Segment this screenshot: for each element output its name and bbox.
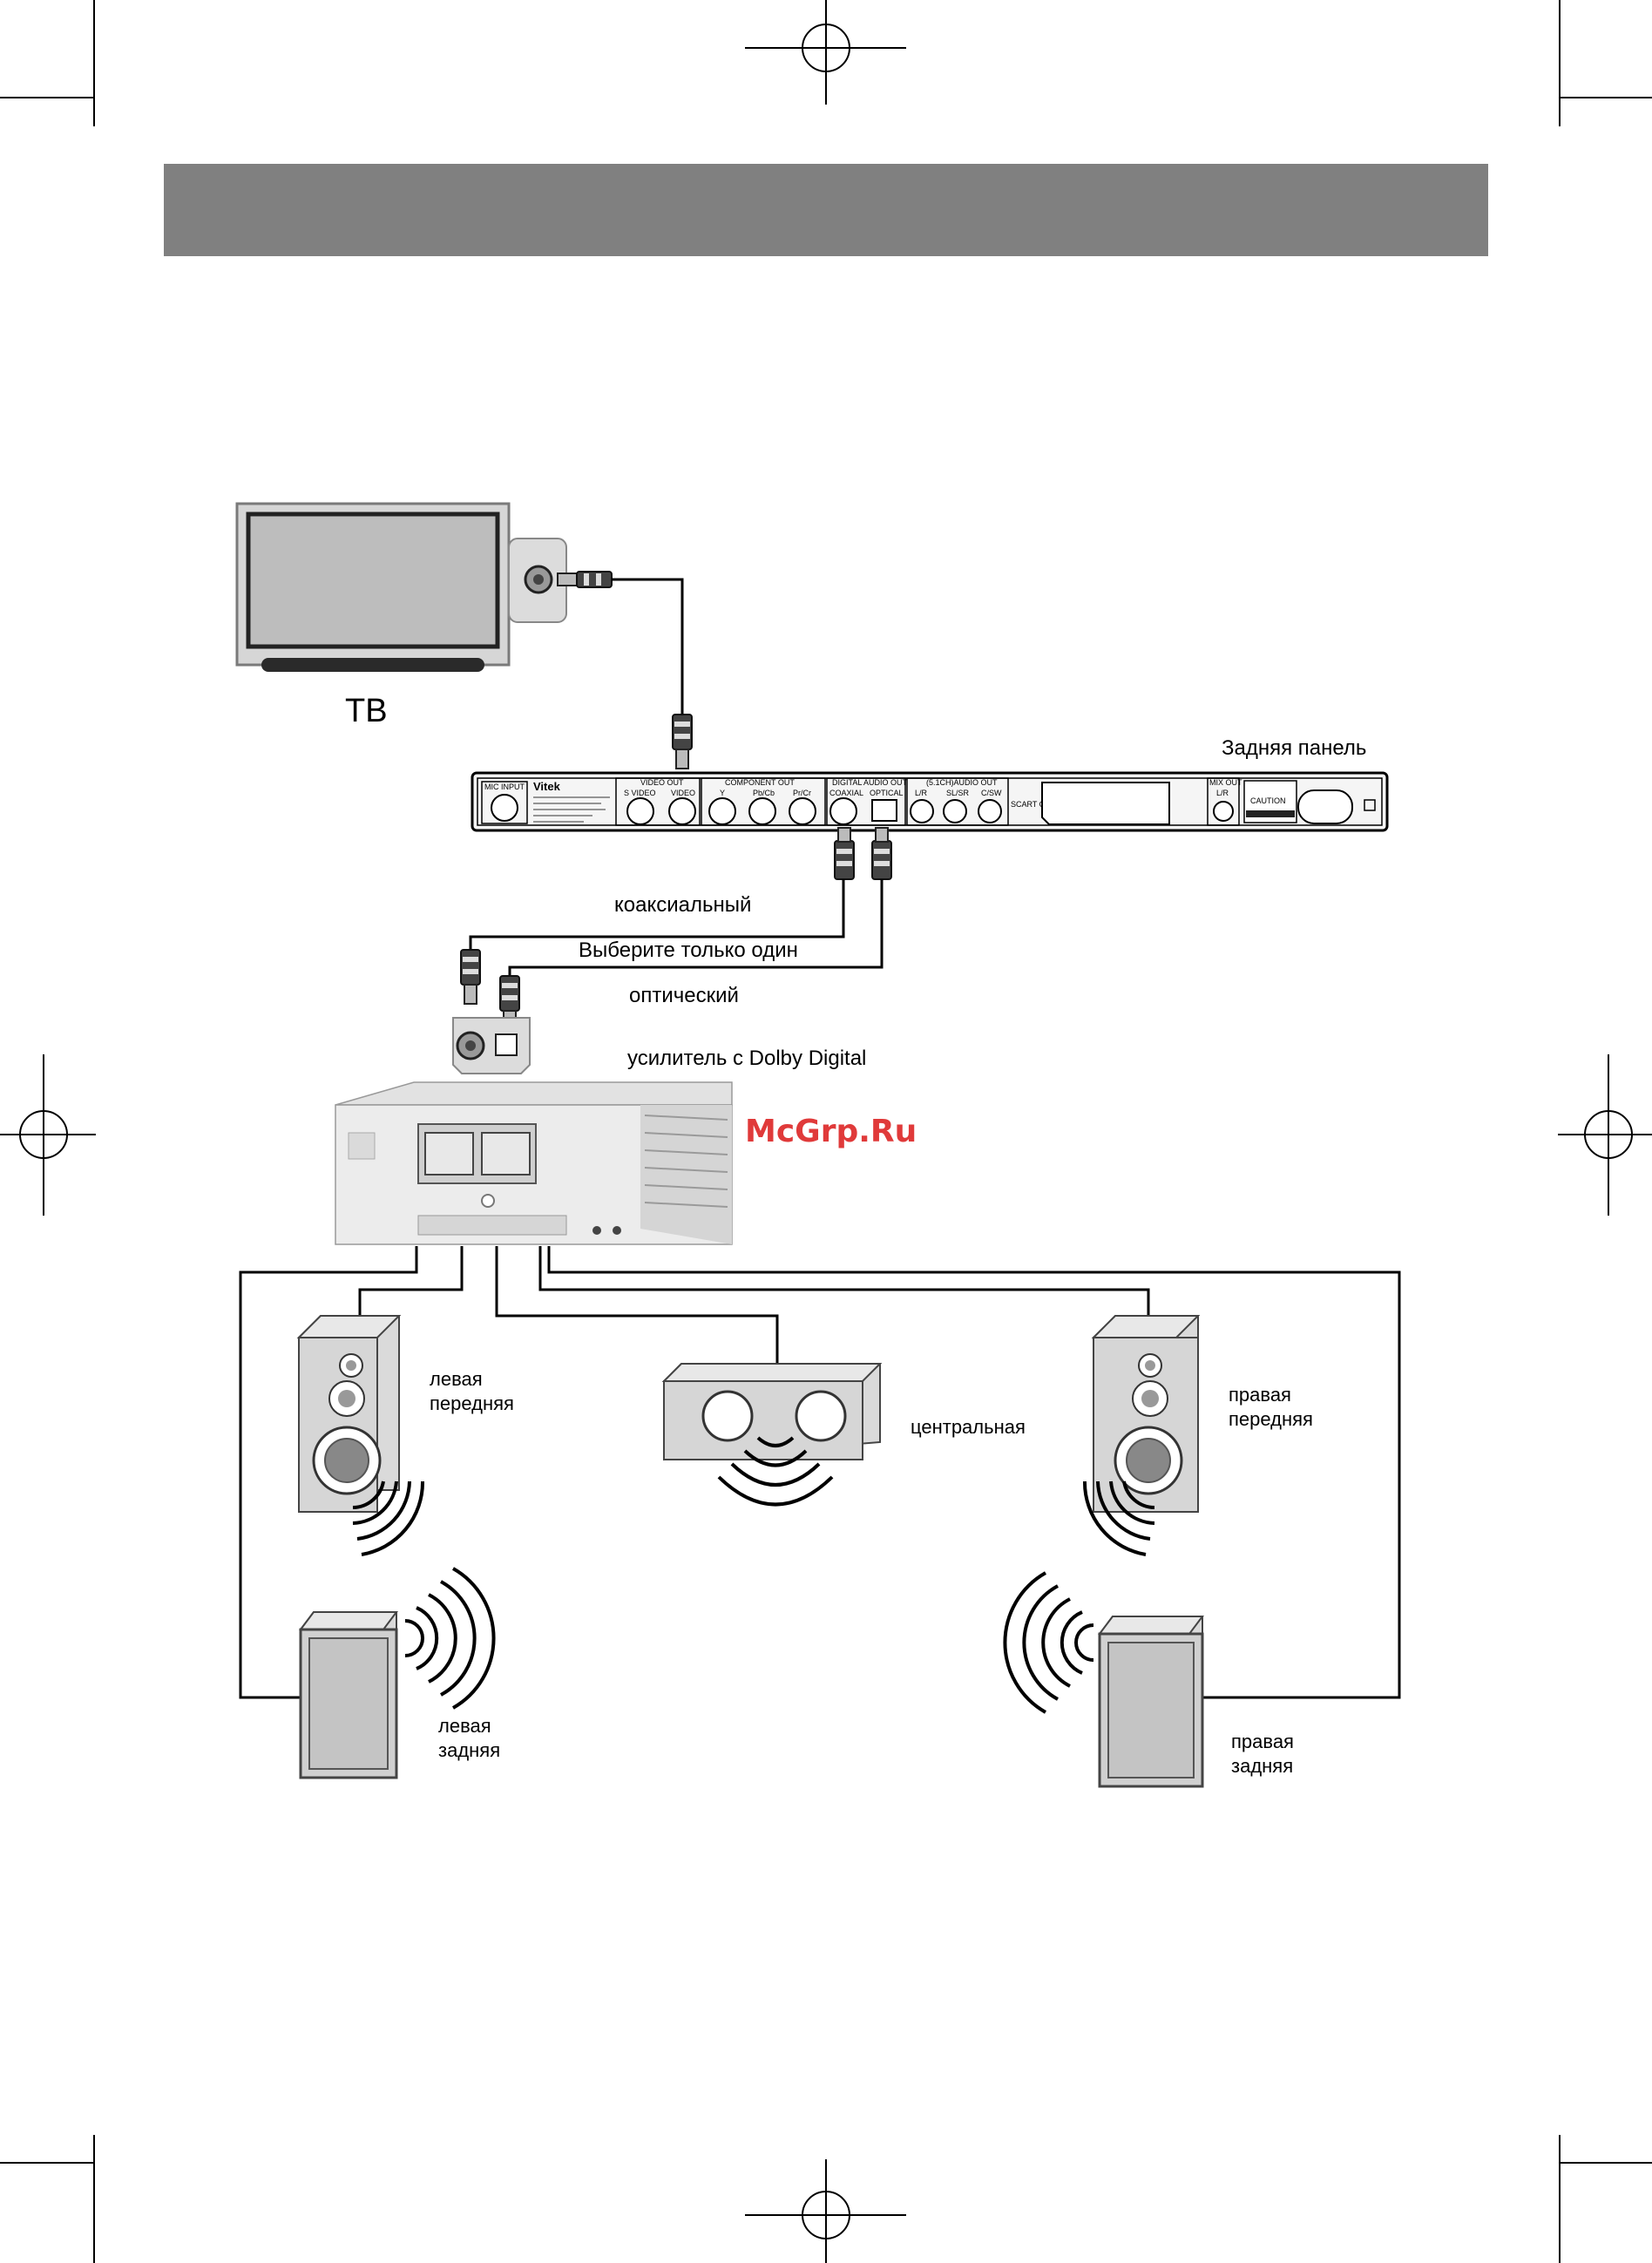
front-right-speaker-icon <box>1091 1315 1201 1513</box>
registration-mark-top <box>745 0 906 105</box>
lr-label: L/R <box>915 789 928 797</box>
front-right-label-line1: правая <box>1229 1384 1291 1406</box>
double-insulation-icon <box>1364 799 1376 811</box>
amplifier-icon <box>335 1081 733 1245</box>
front-left-label-line1: левая <box>430 1368 483 1390</box>
caution-label: CAUTION <box>1250 796 1286 805</box>
power-socket <box>1297 789 1353 824</box>
lr-jack <box>910 799 934 823</box>
rear-right-speaker-icon <box>1098 1616 1204 1788</box>
rear-left-sound-waves-icon <box>404 1567 496 1710</box>
front-right-label-line2: передняя <box>1229 1408 1313 1430</box>
mic-input-jack <box>491 794 518 822</box>
center-sound-waves-icon <box>717 1436 834 1507</box>
s-video-jack <box>626 797 654 825</box>
registration-mark-right <box>1558 1054 1652 1216</box>
scart-out-label: SCART OUT <box>1011 800 1056 809</box>
rear-left-label-line2: задняя <box>438 1739 500 1761</box>
component-y-jack <box>708 797 736 825</box>
choose-one-label: Выберите только один <box>579 938 798 962</box>
tv-label: ТВ <box>345 693 388 729</box>
tv-icon <box>235 502 567 672</box>
front-left-label-line2: передняя <box>430 1392 514 1414</box>
video-out-label: VIDEO OUT <box>640 778 684 787</box>
rear-left-label-line1: левая <box>438 1715 491 1737</box>
component-pb-label: Pb/Cb <box>753 789 775 797</box>
slsr-jack <box>943 799 967 823</box>
component-pr-jack <box>789 797 816 825</box>
coaxial-jack <box>829 797 857 825</box>
coaxial-label: коаксиальный <box>614 893 751 917</box>
center-label: центральная <box>911 1416 1026 1438</box>
component-pb-jack <box>748 797 776 825</box>
csw-label: C/SW <box>981 789 1002 797</box>
registration-mark-left <box>0 1054 96 1216</box>
video-jack <box>668 797 696 825</box>
header-bar <box>164 164 1488 256</box>
tv-video-cable <box>557 571 693 769</box>
front-right-sound-waves-icon <box>1082 1480 1155 1556</box>
rear-panel: MIC INPUT Vitek VIDEO OUT S VIDEO VIDEO … <box>471 771 1389 832</box>
amplifier-label: усилитель с Dolby Digital <box>627 1047 866 1070</box>
optical-jack <box>871 799 897 822</box>
component-pr-label: Pr/Cr <box>793 789 811 797</box>
slsr-label: SL/SR <box>946 789 970 797</box>
brand-label: Vitek <box>533 780 561 793</box>
amplifier-input-panel <box>452 1017 531 1074</box>
front-left-speaker-icon <box>296 1315 402 1513</box>
rear-right-label-line1: правая <box>1231 1731 1294 1752</box>
component-out-label: COMPONENT OUT <box>725 778 795 787</box>
front-left-sound-waves-icon <box>352 1480 425 1556</box>
speaker-wiring <box>239 1246 1401 1699</box>
mix-out-label: MIX OUT <box>1209 778 1242 787</box>
center-speaker-icon <box>661 1363 883 1461</box>
rear-panel-label: Задняя панель <box>1222 736 1366 760</box>
rear-right-sound-waves-icon <box>1003 1571 1094 1714</box>
video-label: VIDEO <box>671 789 695 797</box>
optical-jack-label: OPTICAL <box>870 789 904 797</box>
ch51-audio-out-label: (5.1CH)AUDIO OUT <box>926 778 998 787</box>
mix-out-jack <box>1213 801 1234 822</box>
csw-jack <box>978 799 1002 823</box>
rear-left-speaker-icon <box>299 1611 398 1779</box>
registration-mark-bottom <box>745 2159 906 2263</box>
optical-label: оптический <box>629 984 739 1007</box>
coaxial-jack-label: COAXIAL <box>829 789 863 797</box>
mix-lr-label: L/R <box>1216 789 1229 797</box>
watermark: McGrp.Ru <box>745 1114 917 1149</box>
scart-connector <box>1041 782 1170 825</box>
component-y-label: Y <box>720 789 725 797</box>
s-video-label: S VIDEO <box>624 789 656 797</box>
rear-right-label-line2: задняя <box>1231 1755 1293 1777</box>
mic-input-label: MIC INPUT <box>484 783 525 791</box>
digital-audio-out-label: DIGITAL AUDIO OUT <box>832 778 908 787</box>
